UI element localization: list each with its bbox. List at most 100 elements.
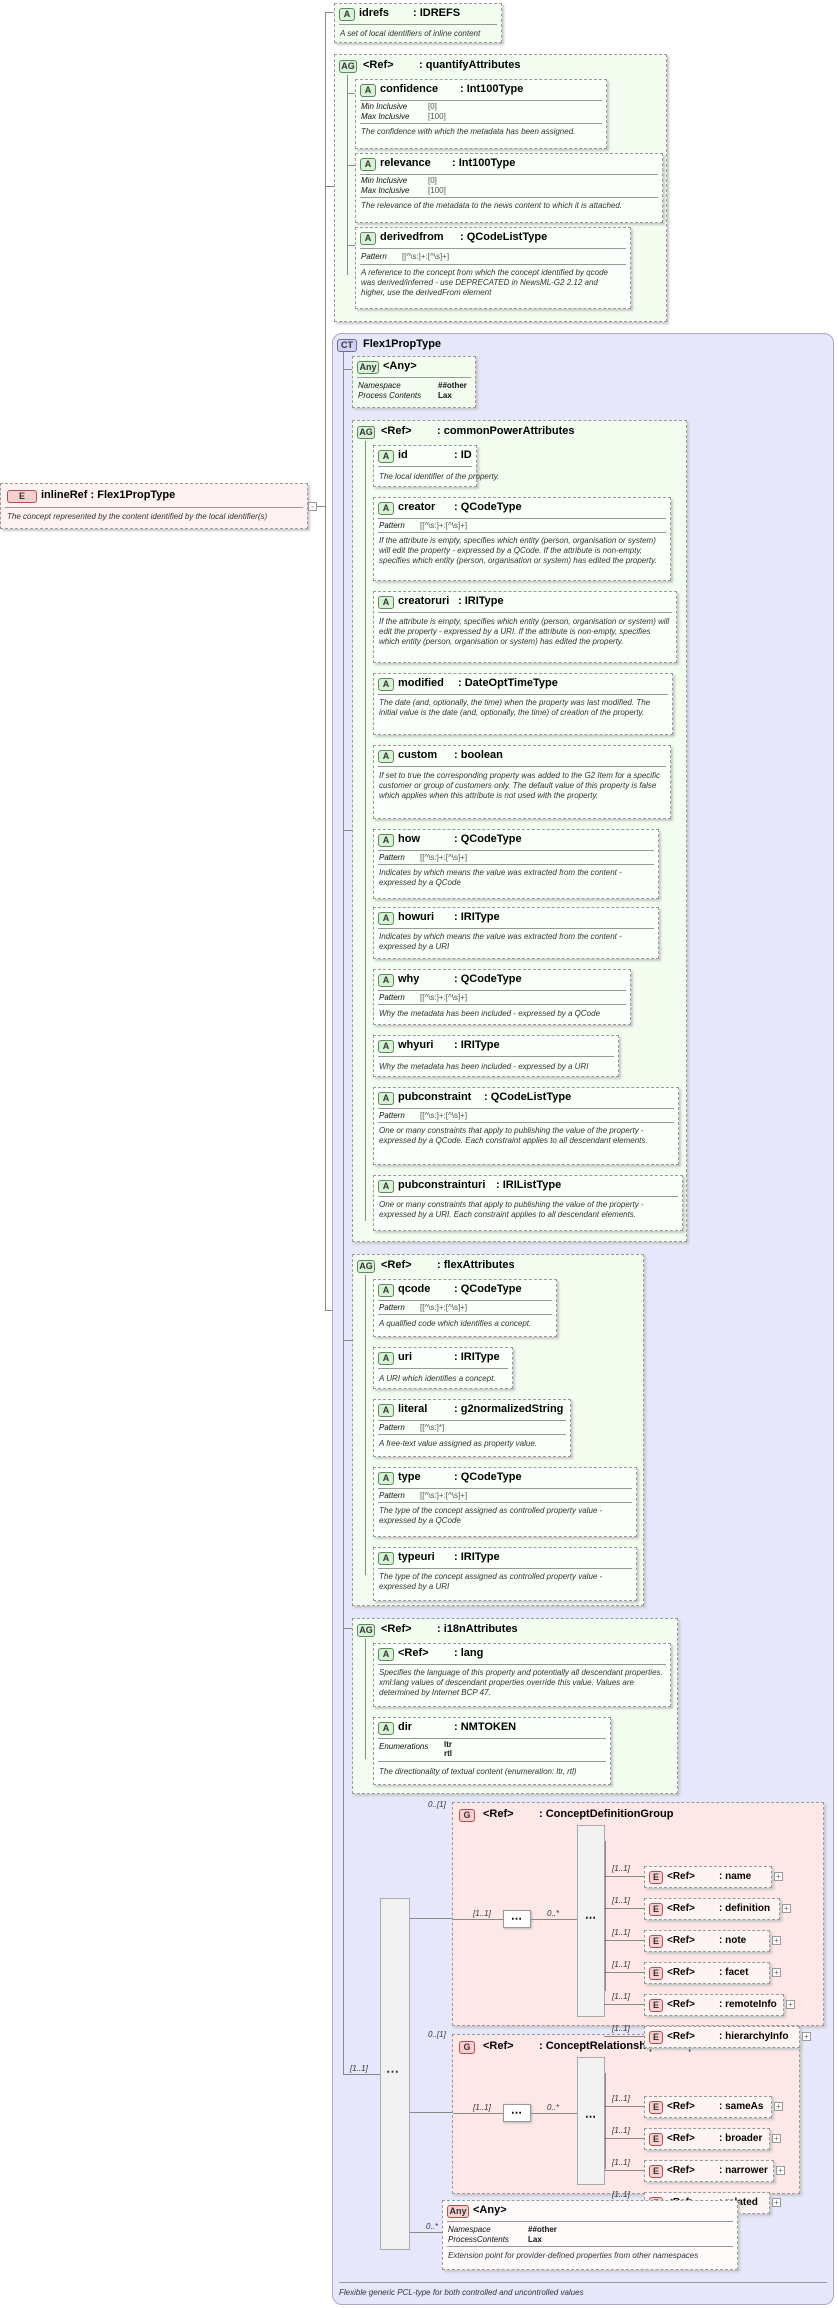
attribute-group-icon: AG [339, 60, 357, 73]
attr-creator[interactable]: A creator : QCodeType Pattern [[^\s:]+:[… [373, 497, 671, 581]
element-ref-remoteinfo[interactable]: E <Ref> : remoteInfo [644, 1994, 784, 2016]
attr-desc: One or many constraints that apply to pu… [379, 1200, 644, 1219]
group-name: : ConceptDefinitionGroup [539, 1808, 674, 1820]
facet-label: Namespace [358, 381, 401, 390]
attr-name: howuri [398, 911, 435, 923]
sequence-compositor[interactable]: ⋯ [503, 2104, 531, 2122]
attr-desc: The date (and, optionally, the time) whe… [379, 698, 651, 717]
any-element-extension[interactable]: Any <Any> Namespace ##other ProcessConte… [442, 2200, 738, 2270]
expand-icon[interactable]: + [772, 1936, 781, 1945]
multiplicity: [1..1] [612, 2024, 630, 2033]
facet-label: Enumerations [379, 1742, 429, 1751]
expand-icon[interactable]: + [782, 1904, 791, 1913]
facet-value: Lax [438, 391, 452, 400]
root-element-inlineref[interactable]: E inlineRef : Flex1PropType The concept … [0, 483, 308, 529]
attr-literal[interactable]: A literal : g2normalizedString Pattern [… [373, 1399, 571, 1457]
any-attribute[interactable]: Any <Any> Namespace ##other Process Cont… [352, 356, 476, 408]
main-sequence-compositor[interactable] [380, 1898, 410, 2250]
attr-type: : QCodeType [454, 833, 522, 845]
attribute-group-icon: AG [357, 426, 375, 439]
attr-type: : IRIType [454, 1039, 500, 1051]
attr-why[interactable]: A why : QCodeType Pattern [[^\s:]+:[^\s]… [373, 969, 631, 1025]
attr-how[interactable]: A how : QCodeType Pattern [[^\s:]+:[^\s]… [373, 829, 659, 899]
attr-type: : QCodeType [454, 973, 522, 985]
element-ref-hierarchyinfo[interactable]: E <Ref> : hierarchyInfo [644, 2026, 800, 2048]
attr-name: custom [398, 749, 438, 761]
root-desc: The concept represented by the content i… [7, 512, 268, 521]
attr-qcode[interactable]: A qcode : QCodeType Pattern [[^\s:]+:[^\… [373, 1279, 557, 1337]
attr-custom[interactable]: A custom : boolean If set to true the co… [373, 745, 671, 819]
element-ref-narrower[interactable]: E <Ref> : narrower [644, 2160, 774, 2182]
attr-desc: The type of the concept assigned as cont… [379, 1572, 603, 1591]
element-icon: E [649, 2133, 663, 2146]
attr-derivedfrom[interactable]: A derivedfrom : QCodeListType Pattern [[… [355, 227, 631, 309]
attr-type: : QCodeListType [460, 231, 548, 243]
attribute-icon: A [378, 974, 394, 987]
group-quantify-attributes[interactable]: AG <Ref> : quantifyAttributes A confiden… [334, 54, 667, 322]
element-ref-note[interactable]: E <Ref> : note [644, 1930, 770, 1952]
group-i18n-attributes[interactable]: AG <Ref> : i18nAttributes A <Ref> : lang… [352, 1618, 678, 1794]
attr-idrefs[interactable]: A idrefs : IDREFS A set of local identif… [334, 3, 502, 43]
attr-id[interactable]: A id : ID The local identifier of the pr… [373, 445, 499, 487]
element-ref-sameas[interactable]: E <Ref> : sameAs [644, 2096, 772, 2118]
attr-howuri[interactable]: A howuri : IRIType Indicates by which me… [373, 907, 659, 959]
group-name: : commonPowerAttributes [437, 425, 575, 437]
element-ref-definition[interactable]: E <Ref> : definition [644, 1898, 780, 1920]
attr-type: : IRIType [454, 1351, 500, 1363]
element-ref-name[interactable]: E <Ref> : name [644, 1866, 772, 1888]
expand-icon[interactable]: + [772, 2198, 781, 2207]
attribute-icon: A [339, 8, 355, 21]
attribute-icon: A [378, 750, 394, 763]
group-flex-attributes[interactable]: AG <Ref> : flexAttributes A qcode : QCod… [352, 1254, 644, 1606]
multiplicity: [1..1] [612, 1896, 630, 1905]
expand-icon[interactable]: + [772, 2134, 781, 2143]
element-icon: E [649, 1903, 663, 1916]
group-common-power-attributes[interactable]: AG <Ref> : commonPowerAttributes A id : … [352, 420, 687, 1242]
attr-desc: A qualified code which identifies a conc… [379, 1319, 532, 1328]
attr-modified[interactable]: A modified : DateOptTimeType The date (a… [373, 673, 673, 735]
attribute-icon: A [378, 1648, 394, 1661]
expand-icon[interactable]: + [776, 2166, 785, 2175]
attr-pubconstrainturi[interactable]: A pubconstrainturi : IRIListType One or … [373, 1175, 683, 1231]
expand-icon[interactable]: + [774, 1872, 783, 1881]
expand-icon[interactable]: + [772, 1968, 781, 1977]
attribute-icon: A [360, 84, 376, 97]
facet-value: [[^\s:]+:[^\s]+] [420, 521, 468, 530]
attr-relevance[interactable]: A relevance : Int100Type Min Inclusive [… [355, 153, 663, 223]
any-icon: Any [357, 361, 379, 374]
facet-label: Pattern [379, 1303, 405, 1312]
attribute-icon: A [378, 1352, 394, 1365]
facet-label: Max Inclusive [361, 186, 410, 195]
attr-confidence[interactable]: A confidence : Int100Type Min Inclusive … [355, 79, 607, 149]
attr-name: confidence [380, 83, 439, 95]
root-expand-icon[interactable]: - [308, 502, 317, 511]
attr-type: : QCodeListType [484, 1091, 572, 1103]
attr-type[interactable]: A type : QCodeType Pattern [[^\s:]+:[^\s… [373, 1467, 637, 1537]
attr-creatoruri[interactable]: A creatoruri : IRIType If the attribute … [373, 591, 677, 663]
ref-label: <Ref> [667, 1903, 695, 1914]
sequence-compositor[interactable]: ⋯ [503, 1910, 531, 1928]
group-name: : i18nAttributes [437, 1623, 518, 1635]
attr-desc: Indicates by which means the value was e… [379, 868, 622, 887]
expand-icon[interactable]: + [786, 2000, 795, 2009]
attr-pubconstraint[interactable]: A pubconstraint : QCodeListType Pattern … [373, 1087, 679, 1165]
expand-icon[interactable]: + [774, 2102, 783, 2111]
element-ref-facet[interactable]: E <Ref> : facet [644, 1962, 770, 1984]
element-name: : remoteInfo [719, 1999, 777, 2010]
ref-label: <Ref> [667, 2133, 695, 2144]
attribute-icon: A [378, 834, 394, 847]
element-ref-broader[interactable]: E <Ref> : broader [644, 2128, 770, 2150]
element-name: : sameAs [719, 2101, 764, 2112]
attr-lang[interactable]: A <Ref> : lang Specifies the language of… [373, 1643, 671, 1707]
attr-whyuri[interactable]: A whyuri : IRIType Why the metadata has … [373, 1035, 619, 1077]
choice-compositor[interactable]: ⋯ [577, 1825, 605, 2017]
facet-value: Lax [528, 2235, 542, 2244]
expand-icon[interactable]: + [802, 2032, 811, 2041]
attribute-icon: A [378, 1552, 394, 1565]
attr-uri[interactable]: A uri : IRIType A URI which identifies a… [373, 1347, 513, 1389]
facet-label: ProcessContents [448, 2235, 509, 2244]
attr-dir[interactable]: A dir : NMTOKEN Enumerations ltr rtl The… [373, 1717, 611, 1785]
attr-name: derivedfrom [380, 231, 444, 243]
choice-compositor[interactable]: ⋯ [577, 2057, 605, 2185]
attr-typeuri[interactable]: A typeuri : IRIType The type of the conc… [373, 1547, 637, 1601]
